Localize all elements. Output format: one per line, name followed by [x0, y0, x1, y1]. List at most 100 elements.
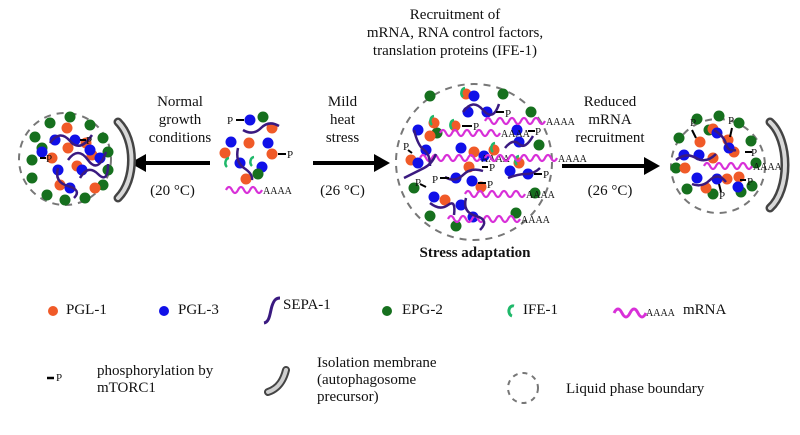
mrna-tail-label: AAAA	[501, 129, 531, 140]
epg2-legend-icon	[382, 306, 392, 316]
pgl1-molecule	[46, 152, 58, 164]
ife1-mark	[429, 114, 435, 126]
mrna-strand	[439, 128, 501, 138]
stress-adaptation-caption: Stress adaptation	[419, 245, 531, 261]
step-reduced-label: Reduced mRNA recruitment	[565, 93, 655, 147]
legend-phospho-label: phosphorylation by mTORC1	[97, 363, 213, 397]
epg2-molecule	[64, 111, 76, 123]
pgl3-molecule	[84, 144, 96, 156]
pgl3-molecule	[262, 137, 274, 149]
epg2-molecule	[424, 90, 436, 102]
epg2-molecule	[41, 189, 53, 201]
sepa1-strand	[504, 135, 535, 149]
sepa1-strand	[463, 197, 486, 231]
phospho-label: P	[415, 177, 421, 189]
epg2-molecule	[525, 106, 537, 118]
pgl1-molecule	[439, 194, 451, 206]
sepa1-strand	[66, 151, 108, 167]
ife1-mark	[224, 156, 230, 168]
ife1-mark	[460, 86, 466, 98]
sepa1-strand	[242, 122, 280, 134]
pgl1-molecule	[89, 182, 101, 194]
sepa1-strand	[675, 153, 717, 162]
pgl3-molecule	[468, 90, 480, 102]
epg2-molecule	[733, 117, 745, 129]
ife1-legend-icon	[507, 304, 515, 318]
sepa1-strand	[412, 129, 432, 167]
pgl3-molecule	[504, 165, 516, 177]
mrna-tail-label: AAAA	[263, 186, 293, 197]
epg2-molecule	[257, 111, 269, 123]
epg2-molecule	[750, 157, 762, 169]
epg2-molecule	[408, 182, 420, 194]
step-mild-line-1: Mild	[327, 94, 358, 110]
recruitment-line-2: mRNA, RNA control factors,	[366, 25, 544, 41]
epg2-molecule	[252, 168, 264, 180]
epg2-molecule	[529, 187, 541, 199]
mrna-tail-label: AAAA	[546, 117, 576, 128]
ife1-mark	[249, 155, 255, 167]
pgl3-molecule	[691, 172, 703, 184]
epg2-molecule	[97, 132, 109, 144]
phospho-bond	[407, 149, 413, 154]
mrna-tail-label: AAAA	[558, 154, 588, 165]
epg2-molecule	[59, 194, 71, 206]
sepa1-strand	[48, 134, 94, 148]
step-mild-temp: (26 °C)	[320, 183, 365, 199]
pgl3-molecule	[428, 191, 440, 203]
step-normal-temp: (20 °C)	[150, 183, 195, 199]
sepa1-strand	[78, 163, 110, 179]
legend-mrna-tail: AAAA	[646, 308, 675, 319]
legend-epg2-label: EPG-2	[402, 302, 443, 318]
pgl3-molecule	[466, 175, 478, 187]
legend-boundary-label: Liquid phase boundary	[566, 381, 705, 397]
pgl3-molecule	[455, 199, 467, 211]
pgl3-legend-icon	[159, 306, 169, 316]
pgl1-molecule	[240, 173, 252, 185]
phospho-label: P	[432, 174, 438, 186]
recruitment-caption: Recruitment of mRNA, RNA control factors…	[330, 6, 580, 60]
step-mild-line-3: stress	[325, 130, 360, 146]
mrna-tail-label: AAAA	[526, 190, 556, 201]
epg2-molecule	[510, 207, 522, 219]
pgl1-molecule	[694, 136, 706, 148]
phospho-label: P	[403, 141, 409, 153]
step-normal-line-3: conditions	[148, 130, 212, 146]
step-mild-label: Mild heat stress	[305, 93, 380, 147]
droplet-normal-conditions: PP	[18, 111, 136, 206]
sepa1-legend-icon	[263, 296, 281, 325]
sepa1-strand	[461, 103, 501, 117]
step-reduced-temp: (26 °C)	[587, 183, 633, 199]
legend-phospho-symbol: P	[56, 372, 63, 384]
legend-membrane-line-2: (autophagosome	[317, 372, 417, 388]
recruitment-line-3: translation proteins (IFE-1)	[372, 43, 538, 59]
phospho-label: P	[690, 117, 696, 129]
phospho-label: P	[535, 126, 541, 138]
boundary-legend-icon	[507, 372, 539, 404]
mrna-strand	[484, 153, 558, 163]
legend-pgl1-label: PGL-1	[66, 302, 107, 318]
phospho-label: P	[719, 190, 725, 202]
epg2-molecule	[673, 132, 685, 144]
legend-ife1-label: IFE-1	[523, 302, 558, 318]
phospho-label: P	[751, 147, 757, 159]
sepa1-strand	[55, 167, 79, 199]
ife1-mark	[449, 118, 455, 130]
epg2-molecule	[746, 180, 758, 192]
epg2-molecule	[533, 139, 545, 151]
phospho-label: P	[505, 108, 511, 120]
pgl1-molecule	[243, 137, 255, 149]
arrow-normal-growth	[130, 154, 210, 172]
phospho-label: P	[46, 153, 52, 165]
sepa1-strand	[236, 147, 254, 181]
phospho-label: P	[287, 149, 293, 161]
pgl1-molecule	[61, 122, 73, 134]
mrna-strand	[703, 161, 753, 171]
pgl3-molecule	[36, 146, 48, 158]
phospho-label: P	[489, 162, 495, 174]
mrna-legend-icon	[612, 307, 648, 319]
epg2-molecule	[713, 110, 725, 122]
